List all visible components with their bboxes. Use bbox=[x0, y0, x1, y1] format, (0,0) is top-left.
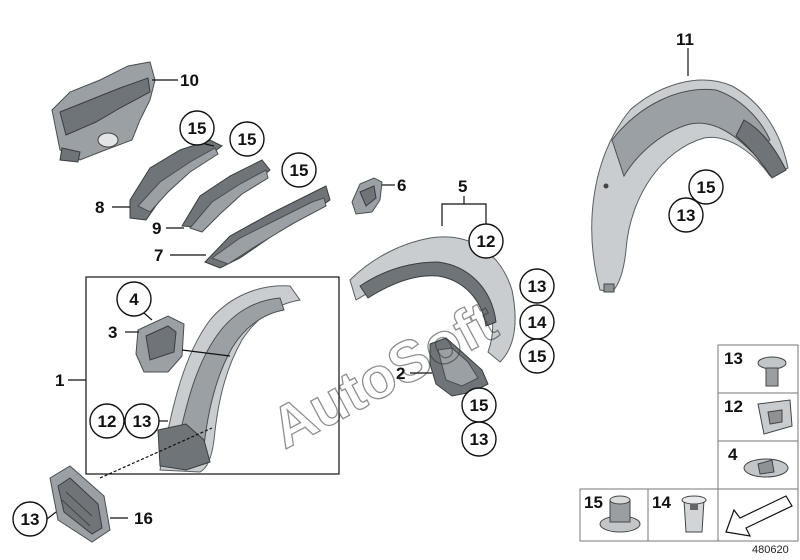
part-5-wheel-arch-liner bbox=[349, 236, 516, 363]
callout-15a: 15 bbox=[188, 119, 207, 138]
fastener-legend: 13 12 4 15 14 bbox=[579, 344, 799, 542]
part-1-group-frame bbox=[85, 276, 340, 475]
callout-15-p2: 15 bbox=[470, 396, 489, 415]
callout-4: 4 bbox=[129, 290, 139, 309]
callout-13b-circle bbox=[519, 268, 555, 304]
legend-label-14: 14 bbox=[652, 493, 671, 512]
callout-8: 8 bbox=[95, 198, 104, 217]
callout-13c-circle bbox=[461, 421, 497, 457]
callout-12a: 12 bbox=[477, 232, 496, 251]
callout-10: 10 bbox=[180, 71, 199, 90]
callout-13b: 13 bbox=[528, 277, 547, 296]
callout-15c-circle bbox=[281, 152, 317, 188]
spring-nut-icon bbox=[757, 399, 793, 435]
callout-15c: 15 bbox=[290, 161, 309, 180]
callout-13a-circle bbox=[668, 197, 704, 233]
callout-12b-circle bbox=[89, 403, 125, 439]
part-8-shield bbox=[129, 139, 223, 221]
callout-15e: 15 bbox=[528, 347, 547, 366]
part-1-wheel-arch-liner bbox=[157, 285, 301, 473]
callout-12b: 12 bbox=[98, 412, 117, 431]
part-16-cover bbox=[49, 465, 111, 543]
legend-cell-13 bbox=[717, 344, 799, 394]
callout-3: 3 bbox=[108, 323, 117, 342]
callout-12a-circle bbox=[468, 223, 504, 259]
callout-15d-circle bbox=[688, 169, 724, 205]
part-11-wheel-arch-liner bbox=[591, 79, 789, 293]
part-6-clip bbox=[351, 177, 383, 215]
expanding-rivet-icon bbox=[743, 458, 789, 478]
reference-number: 480620 bbox=[752, 544, 789, 556]
callout-13d: 13 bbox=[133, 412, 152, 431]
callout-9: 9 bbox=[152, 219, 161, 238]
callout-14a: 14 bbox=[528, 313, 547, 332]
direction-arrow-icon bbox=[725, 495, 793, 537]
legend-label-4: 4 bbox=[728, 445, 738, 464]
callout-15a-circle bbox=[179, 110, 215, 146]
legend-label-12: 12 bbox=[724, 397, 743, 416]
part-7-shield bbox=[204, 185, 331, 269]
legend-label-13: 13 bbox=[724, 349, 743, 368]
callout-13c: 13 bbox=[470, 430, 489, 449]
part-10-bracket bbox=[51, 61, 156, 163]
callout-15d: 15 bbox=[697, 178, 716, 197]
part-2-bracket bbox=[429, 337, 489, 397]
callout-6: 6 bbox=[397, 176, 406, 195]
callout-13a: 13 bbox=[677, 206, 696, 225]
part-9-shield bbox=[181, 159, 271, 233]
callout-11: 11 bbox=[676, 30, 694, 49]
leader-5-bracket bbox=[441, 203, 487, 226]
grommet-icon bbox=[681, 495, 707, 533]
callout-15b: 15 bbox=[238, 130, 257, 149]
callout-7: 7 bbox=[154, 246, 163, 265]
callout-4-circle bbox=[116, 281, 152, 317]
part-3-cover bbox=[135, 315, 185, 373]
legend-label-15: 15 bbox=[584, 493, 603, 512]
plastic-nut-icon bbox=[599, 495, 641, 533]
callout-1: 1 bbox=[55, 371, 64, 390]
callout-2: 2 bbox=[396, 364, 405, 383]
screw-clip-icon bbox=[757, 356, 787, 387]
callout-15b-circle bbox=[229, 121, 265, 157]
callout-5: 5 bbox=[458, 177, 467, 196]
callout-15e-circle bbox=[519, 338, 555, 374]
callout-16: 16 bbox=[134, 509, 153, 528]
callout-13e: 13 bbox=[21, 510, 40, 529]
